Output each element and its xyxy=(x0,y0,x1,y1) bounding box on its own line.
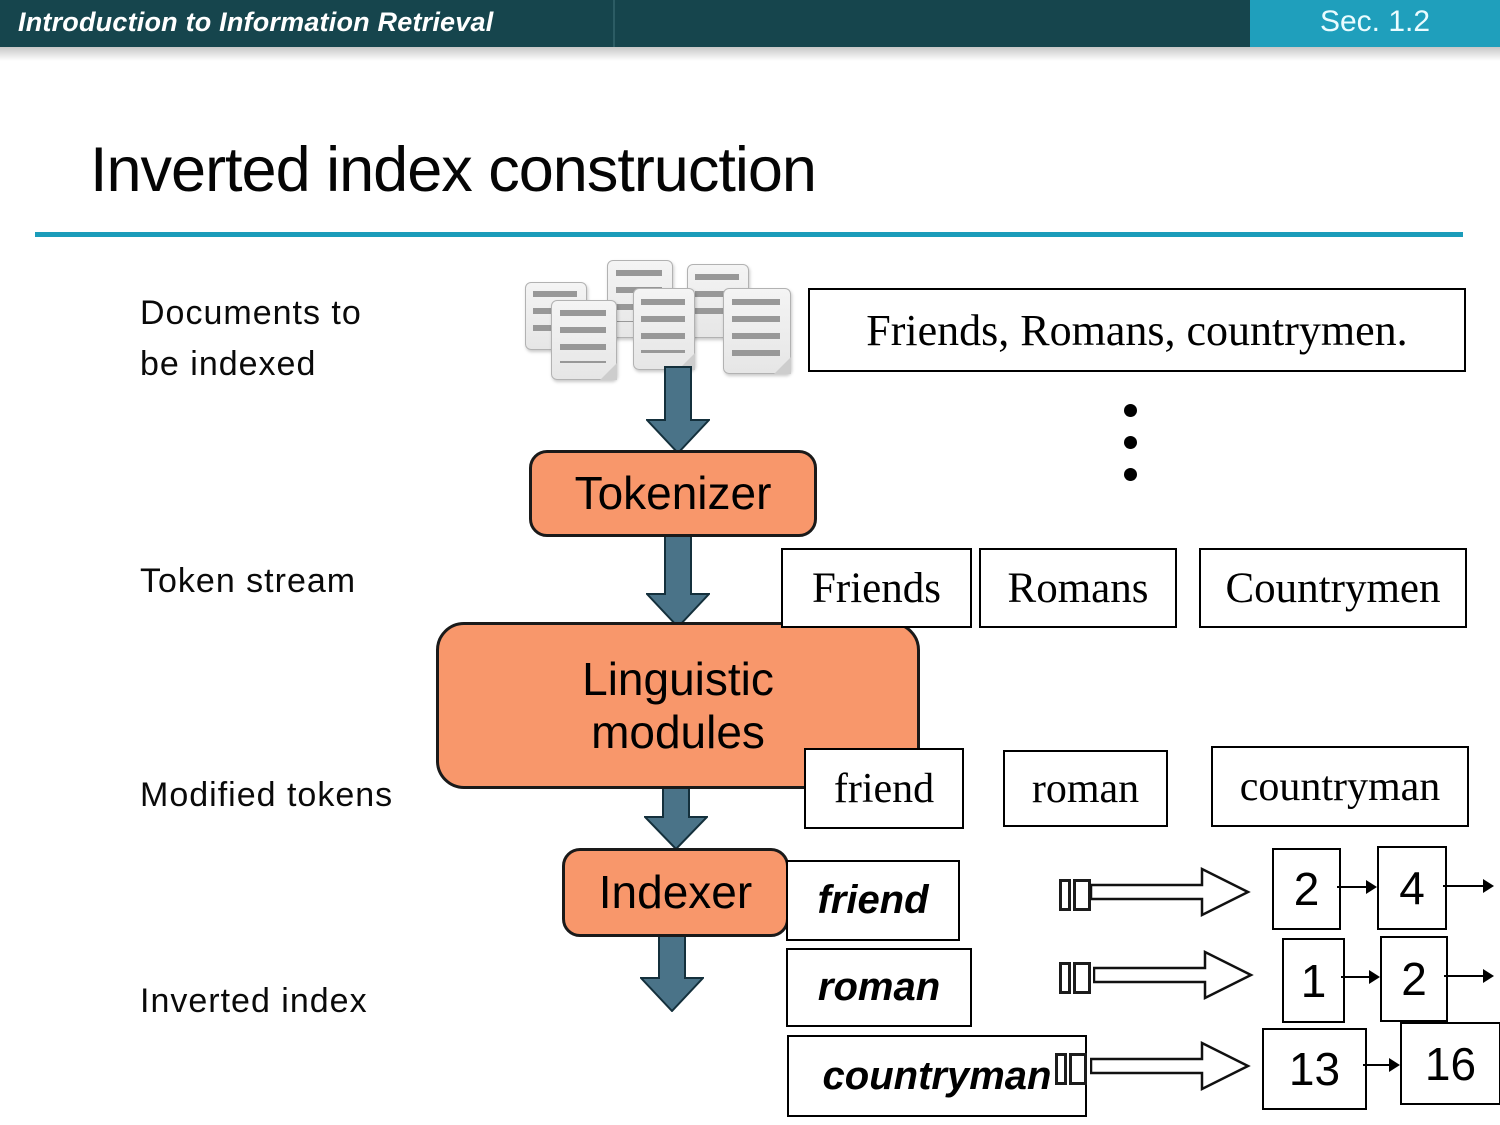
linguistic-to-indexer-arrow xyxy=(644,784,708,850)
vertical-ellipsis xyxy=(1124,404,1137,486)
token-stream-label: Token stream xyxy=(140,562,357,600)
next-posting-arrow xyxy=(1443,879,1494,893)
token-box: Countrymen xyxy=(1199,548,1467,628)
next-posting-arrow xyxy=(1444,969,1494,983)
indexer-to-index-arrow xyxy=(640,932,704,1012)
postings-arrow xyxy=(1090,1040,1251,1092)
next-posting-arrow xyxy=(1341,970,1380,984)
modified-token-box: countryman xyxy=(1211,746,1469,827)
next-posting-arrow xyxy=(1363,1058,1400,1072)
posting-box: 4 xyxy=(1377,846,1447,930)
index-term-box: countryman xyxy=(787,1035,1087,1117)
course-title: Introduction to Information Retrieval xyxy=(18,7,494,37)
posting-box: 2 xyxy=(1380,936,1448,1022)
title-underline xyxy=(35,232,1463,237)
posting-box: 16 xyxy=(1400,1022,1500,1105)
page-title: Inverted index construction xyxy=(90,135,817,205)
index-term-box: roman xyxy=(786,948,972,1027)
postings-arrow xyxy=(1090,866,1251,918)
section-banner xyxy=(1250,0,1500,47)
documents-cluster xyxy=(515,256,793,380)
posting-box: 1 xyxy=(1282,938,1345,1023)
inverted-index-label: Inverted index xyxy=(140,982,368,1020)
posting-pointer-icon xyxy=(1059,962,1093,994)
posting-box: 2 xyxy=(1272,848,1341,930)
posting-pointer-icon xyxy=(1059,879,1093,911)
token-box: Romans xyxy=(979,548,1177,628)
tokenizer-box: Tokenizer xyxy=(529,450,817,537)
section-label: Sec. 1.2 xyxy=(1319,5,1431,38)
indexer-box: Indexer xyxy=(562,848,789,937)
modified-token-box: roman xyxy=(1003,750,1168,827)
document-icon xyxy=(723,288,791,374)
document-icon xyxy=(551,300,617,380)
token-box: Friends xyxy=(781,548,972,628)
posting-box: 13 xyxy=(1262,1028,1367,1110)
tokenizer-to-linguistic-arrow xyxy=(646,532,710,628)
modified-token-box: friend xyxy=(804,748,964,829)
documents-label: Documents to be indexed xyxy=(140,294,362,383)
docs-to-tokenizer-arrow xyxy=(646,366,710,454)
sample-document-box: Friends, Romans, countrymen. xyxy=(808,288,1466,372)
posting-pointer-icon xyxy=(1055,1053,1089,1085)
index-term-box: friend xyxy=(786,860,960,941)
postings-arrow xyxy=(1093,949,1254,1001)
modified-tokens-label: Modified tokens xyxy=(140,776,394,814)
next-posting-arrow xyxy=(1337,880,1377,894)
document-icon xyxy=(633,288,695,370)
header-divider xyxy=(613,0,615,47)
header-bar xyxy=(0,0,1250,47)
header-shadow xyxy=(0,47,1500,61)
